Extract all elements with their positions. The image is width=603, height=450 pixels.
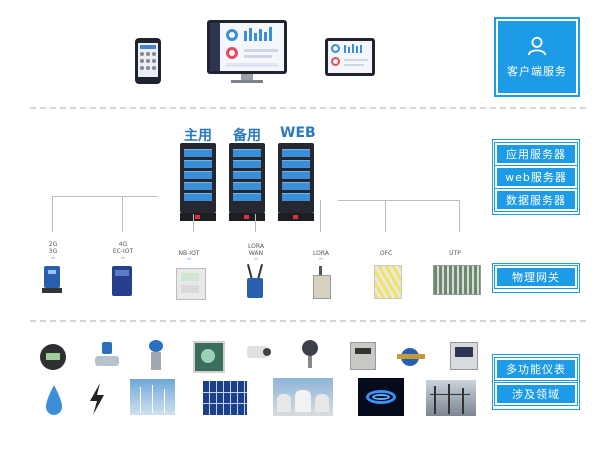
multifunction-meter-label: 多功能仪表 bbox=[495, 358, 577, 380]
wifi-icon: ⌔ bbox=[317, 257, 325, 265]
meter-pressure-transmitter bbox=[145, 340, 167, 372]
client-service-label: 客户端服务 bbox=[507, 65, 567, 78]
connector-left-h bbox=[52, 196, 158, 197]
web-server-label: web服务器 bbox=[495, 166, 577, 188]
domain-oil-tanks bbox=[273, 378, 333, 416]
server-services-frame bbox=[492, 139, 580, 215]
meter-water bbox=[397, 344, 425, 368]
meter-gas bbox=[350, 342, 376, 370]
meter-flow bbox=[95, 342, 119, 370]
user-icon bbox=[527, 36, 547, 56]
gateway-label-ofc: OFC bbox=[379, 250, 393, 257]
data-server-label: 数据服务器 bbox=[495, 189, 577, 211]
connector-2g-v bbox=[52, 196, 53, 232]
gateway-label-nbiot: NB-IOT bbox=[178, 250, 200, 257]
desktop-monitor bbox=[207, 20, 287, 84]
connector-ofc-v bbox=[385, 200, 386, 232]
gateway-label-utp: UTP bbox=[449, 250, 461, 257]
meter-power-panel bbox=[450, 342, 478, 370]
domain-wind-power bbox=[130, 379, 175, 415]
connector-lora-v bbox=[320, 200, 321, 232]
gateway-device-lora bbox=[313, 266, 331, 299]
gateway-device-lorawan bbox=[246, 264, 264, 300]
meter-green-panel bbox=[193, 341, 225, 373]
wifi-icon: ⌔ bbox=[252, 257, 260, 265]
meters-frame bbox=[492, 354, 580, 410]
domain-solar-panels bbox=[203, 381, 247, 415]
divider-bottom bbox=[30, 320, 586, 322]
tablet bbox=[325, 38, 375, 76]
connector-lorawan-v bbox=[255, 214, 256, 232]
server-label-primary: 主用 bbox=[184, 128, 212, 144]
server-backup bbox=[229, 143, 265, 221]
wifi-icon: ⌔ bbox=[49, 256, 57, 264]
wifi-icon: ⌔ bbox=[185, 257, 193, 265]
server-label-web: WEB bbox=[280, 125, 316, 141]
domain-gas-flame bbox=[358, 378, 404, 416]
water-drop-icon bbox=[44, 383, 64, 417]
gateway-device-4g bbox=[112, 266, 132, 296]
app-server-label: 应用服务器 bbox=[495, 143, 577, 165]
gateway-frame bbox=[492, 263, 580, 293]
meter-gauge-sensor bbox=[300, 340, 320, 370]
divider-top bbox=[30, 107, 586, 109]
gateway-device-2g3g bbox=[40, 266, 64, 294]
meter-camera bbox=[247, 342, 273, 364]
connector-nb-v bbox=[193, 214, 194, 232]
gateway-device-nbiot bbox=[176, 268, 206, 300]
gateway-device-utp bbox=[433, 265, 481, 295]
client-service-box: 客户端服务 bbox=[495, 18, 579, 96]
domain-substation bbox=[426, 380, 476, 416]
connector-utp-v bbox=[459, 200, 460, 232]
server-primary bbox=[180, 143, 216, 221]
connector-right-h bbox=[338, 200, 460, 201]
wifi-icon: ⌔ bbox=[119, 256, 127, 264]
physical-gateway-label: 物理网关 bbox=[495, 266, 577, 288]
gateway-label-lorawan: LORA WAN bbox=[248, 243, 264, 257]
smartphone bbox=[135, 38, 161, 84]
gateway-label-lora: LORA bbox=[313, 250, 329, 257]
server-web bbox=[278, 143, 314, 221]
server-label-backup: 备用 bbox=[233, 128, 261, 144]
gateway-device-ofc bbox=[374, 265, 402, 299]
lightning-icon bbox=[88, 383, 106, 415]
connector-4g-v bbox=[122, 196, 123, 232]
gateway-label-4g: 4G EC-IOT bbox=[112, 241, 134, 255]
gateway-label-2g3g: 2G 3G bbox=[48, 241, 58, 255]
domains-label: 涉及领域 bbox=[495, 383, 577, 405]
meter-round-display bbox=[40, 344, 66, 370]
